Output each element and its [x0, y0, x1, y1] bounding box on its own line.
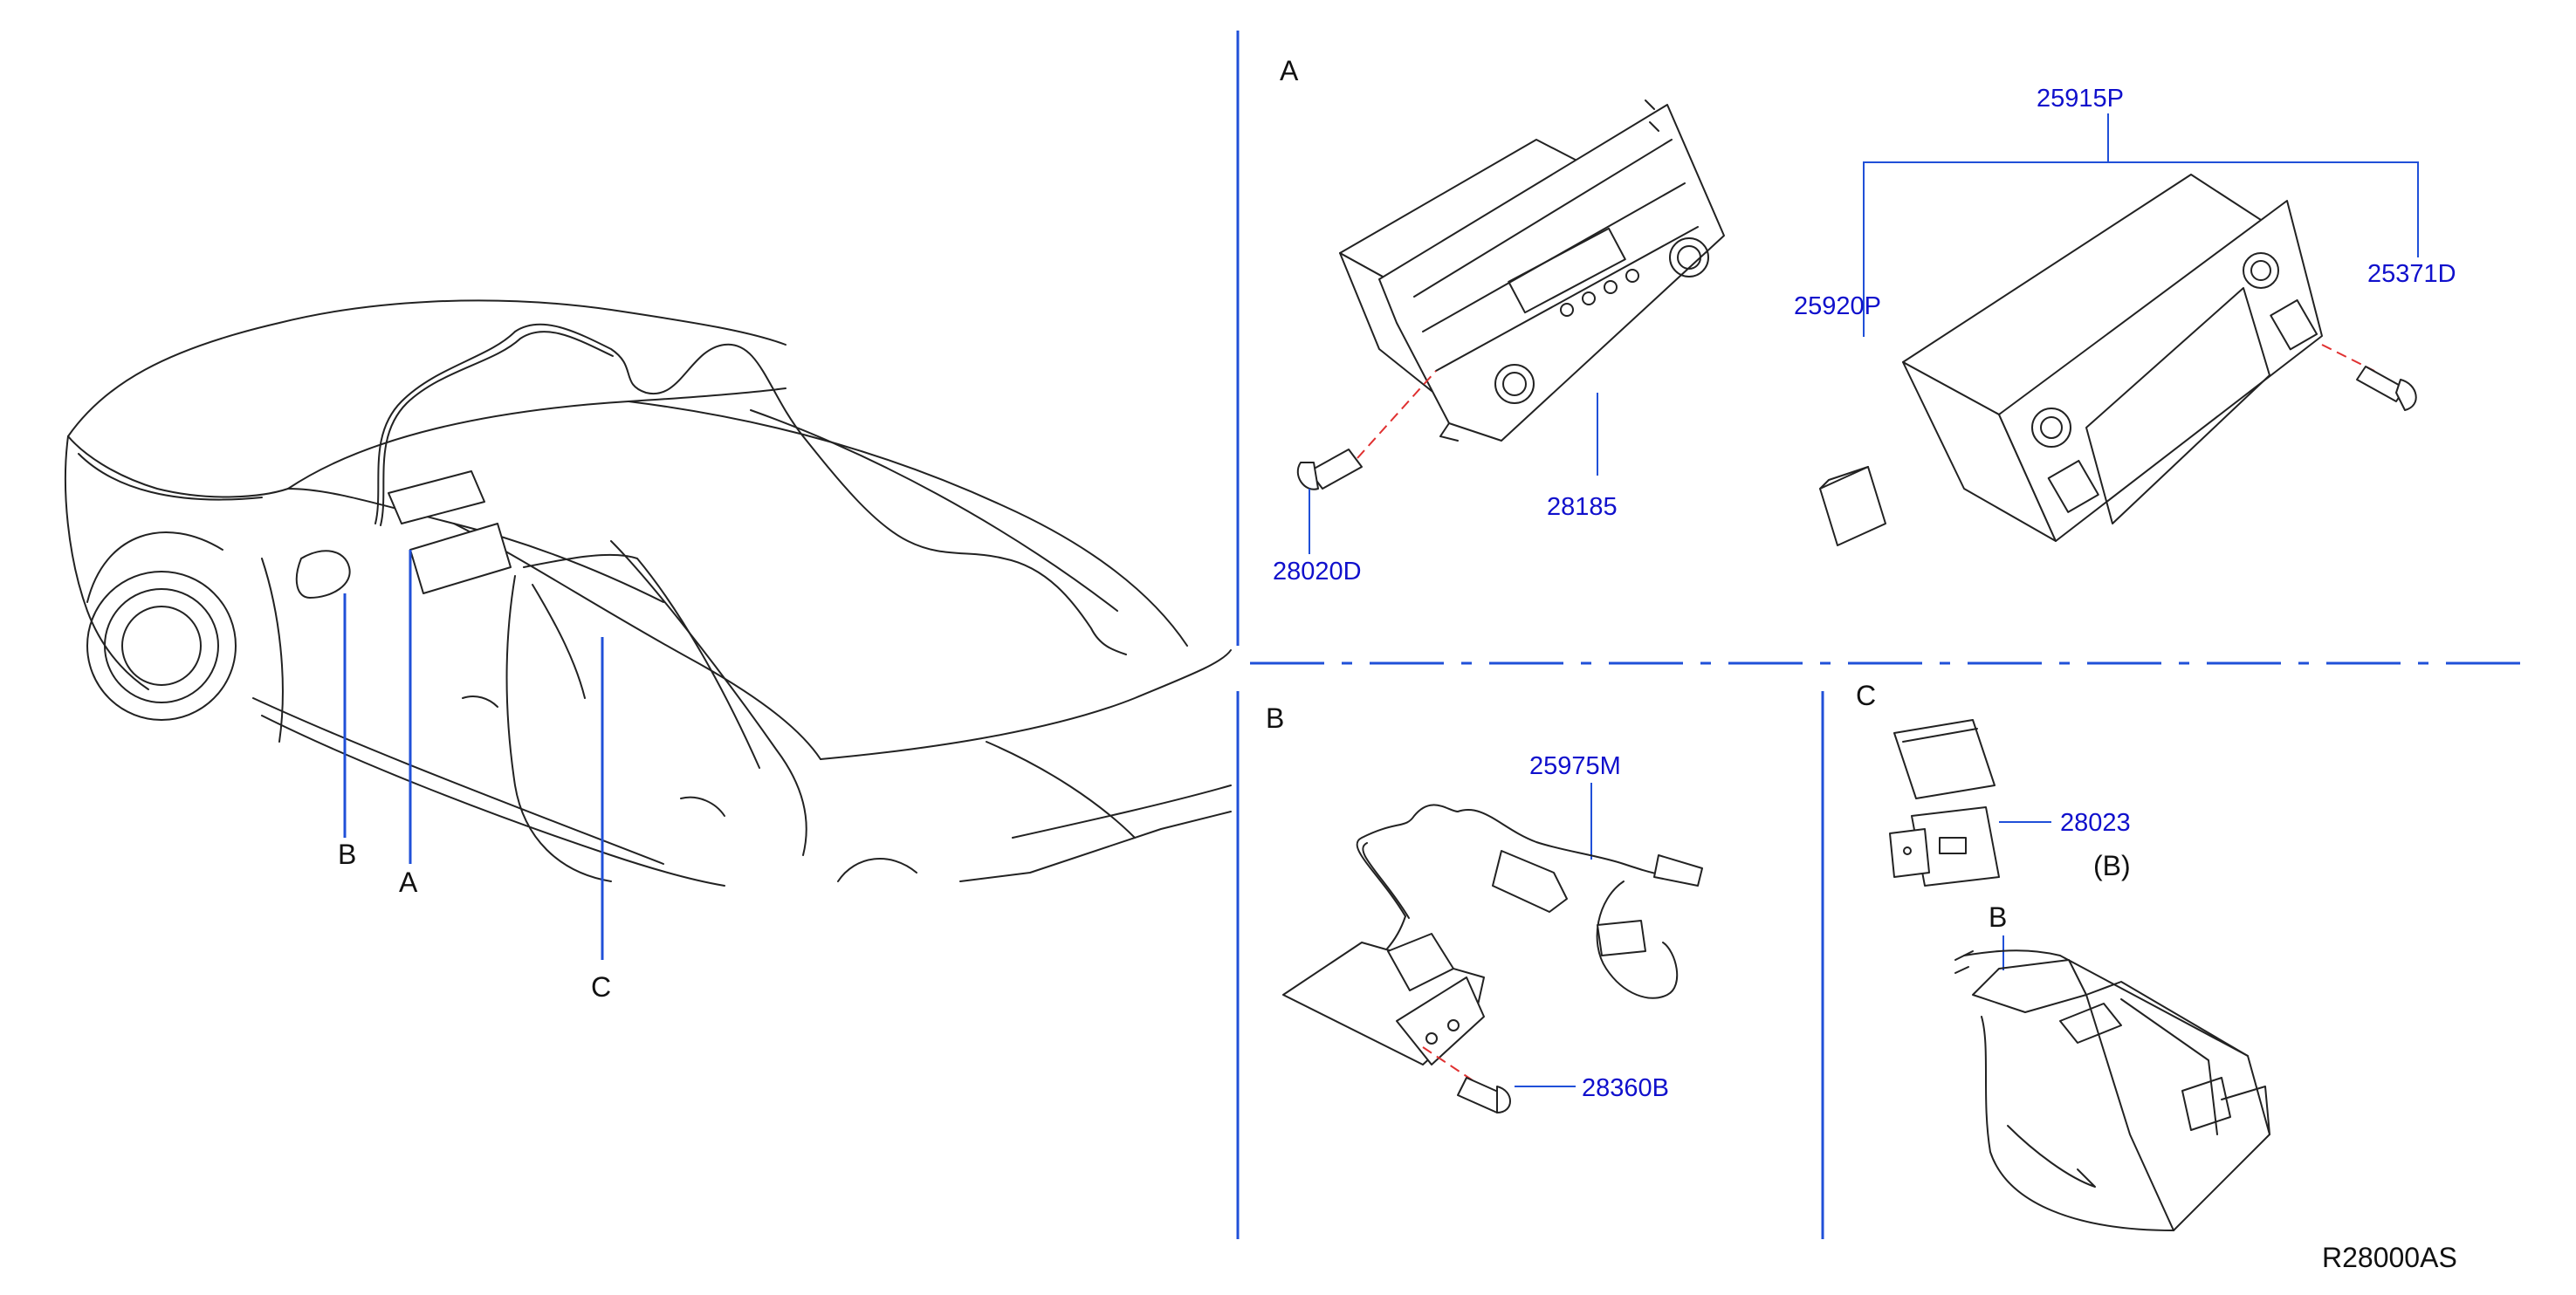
nav-assembly-bracket: [1863, 161, 2419, 337]
nav-unit-drawing: [1902, 174, 2417, 542]
label-25371d: 25371D: [2367, 260, 2456, 288]
detail-b-reference: (B): [2093, 850, 2131, 881]
vehicle-callout-b: B: [338, 839, 356, 870]
console-callout-b: B: [1989, 901, 2007, 933]
vehicle-overview-drawing: [64, 299, 1232, 887]
section-c-title: C: [1856, 680, 1876, 711]
section-a-title: A: [1280, 55, 1299, 86]
label-25975m: 25975M: [1529, 752, 1621, 780]
antenna-cable-drawing: [1282, 804, 1703, 1113]
center-console-drawing: [1954, 949, 2270, 1231]
label-28020d: 28020D: [1273, 558, 1362, 586]
label-28185: 28185: [1547, 493, 1618, 521]
label-28023: 28023: [2060, 809, 2131, 837]
audio-unit-drawing: [1339, 99, 1725, 442]
section-b-title: B: [1266, 702, 1284, 734]
vehicle-callout-a: A: [399, 867, 418, 898]
label-25920p: 25920P: [1794, 292, 1881, 320]
diagram-code: R28000AS: [2322, 1242, 2457, 1273]
sd-card-drawing: [1819, 466, 1886, 546]
usb-jack-drawing: [1889, 719, 2000, 887]
bolt-28020d-drawing: [1296, 370, 1437, 490]
label-28360b: 28360B: [1582, 1074, 1669, 1102]
label-25915p: 25915P: [2037, 85, 2124, 113]
vehicle-callout-c: C: [591, 971, 611, 1003]
